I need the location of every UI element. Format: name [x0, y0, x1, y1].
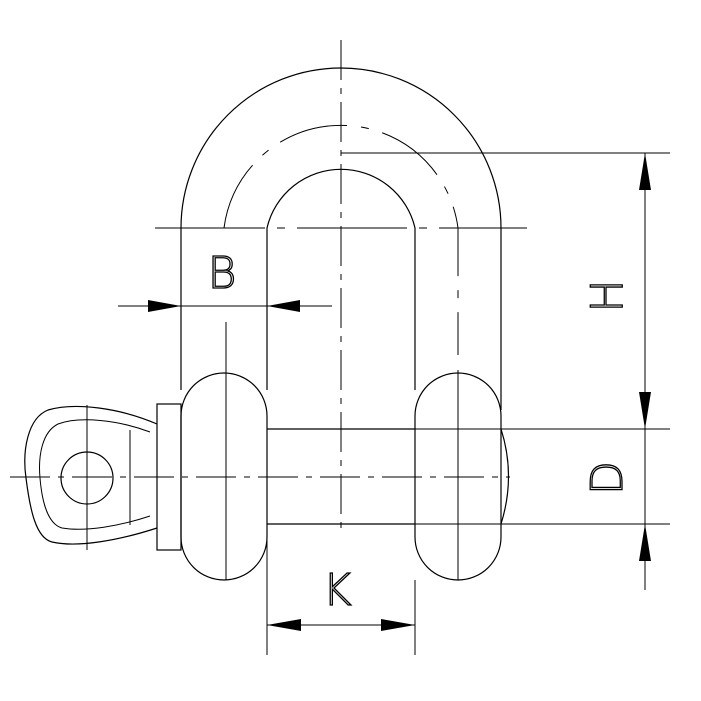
- k-arrow-right: [381, 619, 415, 631]
- pin-eye-head: [24, 405, 158, 545]
- dimension-h: H: [341, 152, 670, 430]
- pin-eye-inner: [39, 419, 151, 530]
- k-arrow-left: [267, 619, 301, 631]
- k-label: K: [323, 565, 352, 616]
- b-arrow-left: [148, 300, 181, 312]
- d-label: D: [582, 461, 633, 495]
- d-arrow-bottom: [639, 524, 651, 561]
- dimension-b: B: [118, 247, 332, 312]
- h-arrow-bottom: [639, 392, 651, 429]
- b-label: B: [208, 248, 237, 299]
- h-label: H: [582, 279, 633, 312]
- shackle-pin: [24, 403, 510, 551]
- centerlines: [10, 40, 527, 530]
- dimension-d: D: [415, 429, 670, 590]
- h-arrow-top: [639, 153, 651, 190]
- pin-right-end: [500, 428, 510, 525]
- bow-center-arc: [223, 124, 459, 355]
- b-arrow-right: [267, 300, 300, 312]
- dimension-k: K: [266, 524, 416, 655]
